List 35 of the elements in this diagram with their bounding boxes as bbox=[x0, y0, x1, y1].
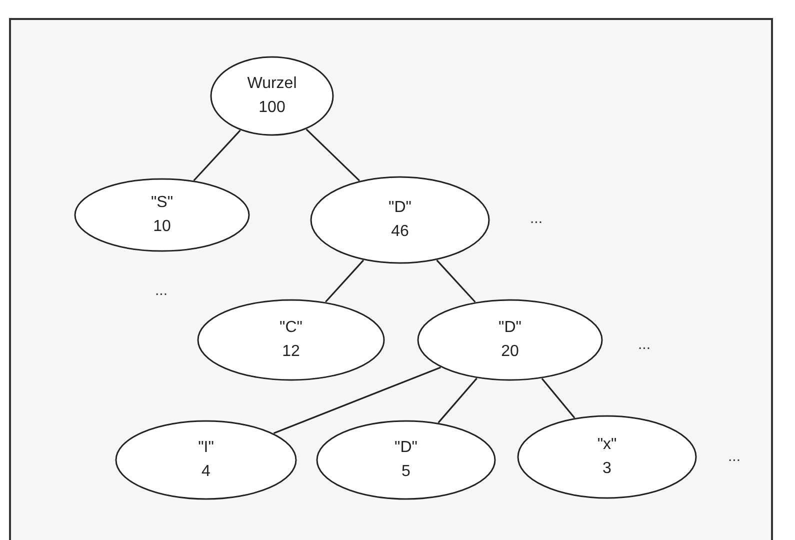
tree-node bbox=[517, 415, 697, 499]
node-count: 46 bbox=[391, 224, 409, 240]
tree-node bbox=[310, 176, 490, 264]
tree-node bbox=[210, 56, 334, 136]
tree-edge bbox=[273, 366, 441, 434]
ellipsis-label: ... bbox=[530, 210, 543, 227]
ellipsis-label: ... bbox=[728, 448, 741, 465]
node-count: 10 bbox=[153, 219, 171, 235]
node-count: 5 bbox=[402, 464, 410, 480]
tree-edge bbox=[541, 378, 576, 418]
node-key: Wurzel bbox=[247, 76, 297, 92]
tree-edge bbox=[306, 128, 360, 182]
node-count: 100 bbox=[258, 100, 286, 116]
node-count: 20 bbox=[501, 344, 519, 360]
tree-node bbox=[417, 299, 603, 381]
node-key: "C" bbox=[280, 320, 302, 336]
tree-node bbox=[316, 420, 496, 500]
node-key: "D" bbox=[394, 440, 418, 456]
tree-edge bbox=[436, 260, 476, 303]
node-key: "D" bbox=[498, 320, 522, 336]
tree-node bbox=[74, 178, 250, 252]
node-key: "I" bbox=[198, 440, 214, 456]
node-key: "S" bbox=[150, 195, 174, 211]
ellipsis-label: ... bbox=[638, 336, 651, 353]
tree-edge bbox=[325, 260, 364, 302]
tree-node bbox=[115, 420, 297, 500]
node-count: 12 bbox=[282, 344, 300, 360]
ellipsis-label: ... bbox=[155, 282, 168, 299]
node-key: "D" bbox=[388, 200, 412, 216]
tree-edge bbox=[438, 378, 478, 424]
node-count: 4 bbox=[202, 464, 210, 480]
node-count: 3 bbox=[602, 461, 612, 477]
node-key: "x" bbox=[597, 437, 617, 453]
tree-edge bbox=[193, 130, 241, 182]
tree-node bbox=[197, 299, 385, 381]
